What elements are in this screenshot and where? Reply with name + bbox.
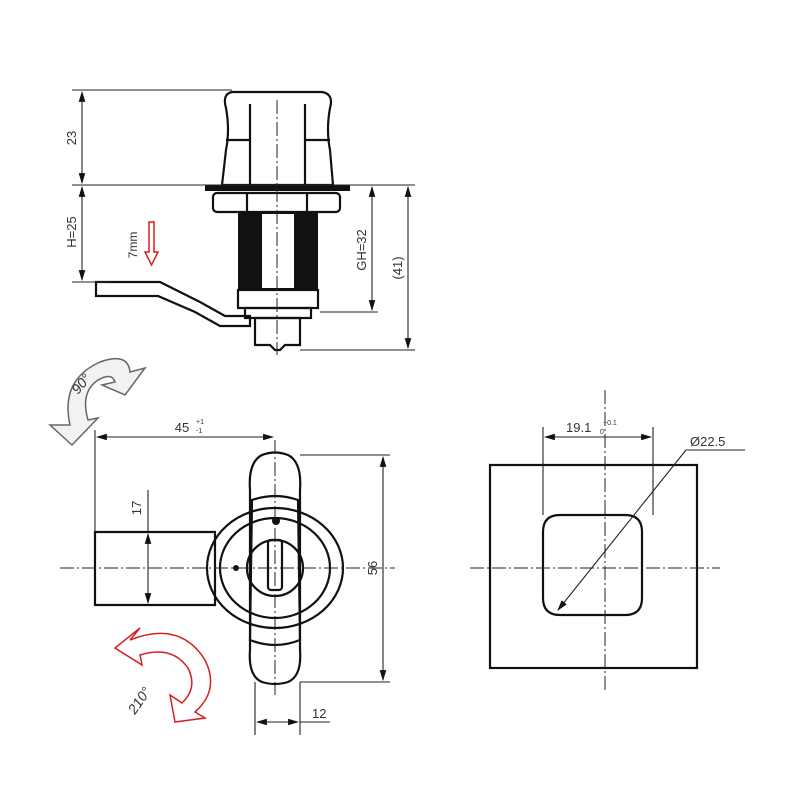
- panel-outline: [488, 463, 699, 670]
- cam-travel-label: 7mm: [126, 232, 140, 259]
- cam-bar: [93, 530, 217, 607]
- cam-lever: [94, 280, 252, 328]
- dim-cam-tol-lower: -1: [196, 428, 202, 435]
- rotate-ccw-arrow-icon: [48, 357, 147, 447]
- dim-head: 23: [64, 131, 79, 145]
- dim-cam-tol-upper: +1: [196, 419, 204, 426]
- dim-handle: 12: [312, 706, 326, 721]
- dim-cutout-tol-lower: 0: [600, 429, 604, 436]
- down-arrow-icon: [143, 221, 160, 267]
- dim-cutout-width: 19.1: [566, 420, 591, 435]
- handle: [248, 451, 302, 686]
- dim-total: (41): [390, 256, 405, 279]
- rotation-cw-label: 210°: [124, 683, 155, 717]
- dim-height: 56: [365, 561, 380, 575]
- dim-cutout-tol-upper: +0.1: [603, 420, 617, 427]
- collar: [236, 288, 320, 310]
- dim-gh: GH=32: [354, 229, 369, 271]
- rotate-cw-arrow-icon: [113, 627, 212, 723]
- dim-cam-length: 45: [175, 420, 189, 435]
- dim-diameter: Ø22.5: [690, 434, 725, 449]
- cam-nut: [253, 316, 302, 352]
- cutout-view: 19.1 +0.1 0 Ø22.5: [470, 390, 745, 690]
- front-view: 45 +1 -1 17 56 12 90° 210°: [48, 357, 395, 735]
- dim-cam-width: 17: [129, 501, 144, 515]
- dim-h: H=25: [64, 216, 79, 247]
- side-view: 23 H=25 GH=32 (41) 7mm: [64, 89, 415, 355]
- square-cutout: [541, 513, 644, 617]
